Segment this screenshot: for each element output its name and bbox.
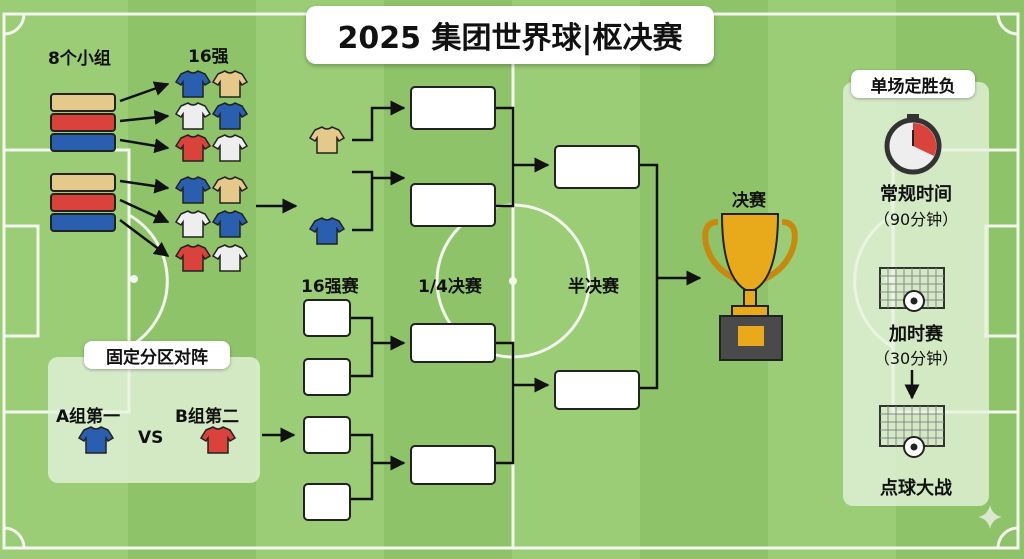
group-bar bbox=[50, 133, 116, 152]
arrow-icon bbox=[119, 178, 170, 194]
group-arrows bbox=[119, 81, 298, 443]
arrow-icon bbox=[119, 198, 170, 224]
fixed-zone-panel bbox=[48, 357, 260, 483]
jersey-icon bbox=[212, 134, 248, 162]
semifinal-slot bbox=[554, 145, 640, 189]
quarterfinal-slot bbox=[410, 86, 496, 130]
page-title: 2025 集团世界球|枢决赛 bbox=[306, 6, 714, 64]
football-icon bbox=[903, 436, 925, 458]
rules-title: 单场定胜负 bbox=[851, 70, 975, 98]
team-a-label: A组第一 bbox=[56, 407, 121, 427]
bracket-lines bbox=[349, 100, 920, 501]
team-b-label: B组第二 bbox=[175, 407, 239, 427]
jersey-icon bbox=[175, 176, 211, 204]
jersey-icon bbox=[212, 244, 248, 272]
quarterfinal-slot bbox=[410, 183, 496, 227]
arrow-icon bbox=[119, 81, 170, 103]
jersey-icon bbox=[212, 102, 248, 130]
stage-semifinal-label: 半决赛 bbox=[568, 277, 619, 297]
jersey-icon bbox=[212, 70, 248, 98]
group-bar bbox=[50, 173, 116, 192]
groups-label: 8个小组 bbox=[48, 49, 111, 69]
group-bar bbox=[50, 113, 116, 132]
jersey-icon bbox=[212, 176, 248, 204]
trophy-icon bbox=[702, 213, 798, 361]
jersey-icon bbox=[175, 102, 211, 130]
group-bar bbox=[50, 93, 116, 112]
round16-slot bbox=[303, 416, 351, 454]
jersey-grid bbox=[78, 70, 345, 454]
quarterfinal-slot bbox=[410, 323, 496, 363]
arrow-icon bbox=[119, 219, 170, 257]
jersey-icon bbox=[78, 426, 114, 454]
round16-label: 16强 bbox=[188, 47, 229, 67]
regular-time-duration: （90分钟） bbox=[873, 210, 959, 229]
arrow-icon bbox=[119, 138, 170, 154]
stage-final-label: 决赛 bbox=[732, 191, 766, 211]
jersey-icon bbox=[175, 134, 211, 162]
jersey-icon bbox=[175, 210, 211, 238]
arrow-icon bbox=[119, 109, 170, 125]
jersey-icon bbox=[175, 70, 211, 98]
sparkle-icon bbox=[978, 505, 1002, 529]
extra-time-duration: （30分钟） bbox=[873, 349, 959, 368]
jersey-icon bbox=[309, 217, 345, 245]
jersey-icon bbox=[309, 126, 345, 154]
stopwatch-icon bbox=[884, 114, 942, 175]
round16-slot bbox=[303, 483, 351, 521]
jersey-icon bbox=[175, 244, 211, 272]
round16-slot bbox=[303, 299, 351, 337]
football-icon bbox=[903, 290, 925, 312]
quarterfinal-slot bbox=[410, 445, 496, 485]
group-bar bbox=[50, 193, 116, 212]
stage-round16-label: 16强赛 bbox=[301, 277, 359, 297]
jersey-icon bbox=[200, 426, 236, 454]
round16-slot bbox=[303, 358, 351, 396]
penalties-label: 点球大战 bbox=[880, 478, 952, 499]
extra-time-label: 加时赛 bbox=[889, 324, 943, 345]
regular-time-label: 常规时间 bbox=[880, 184, 952, 205]
fixed-zone-title: 固定分区对阵 bbox=[84, 341, 230, 369]
stage-quarterfinal-label: 1/4决赛 bbox=[418, 277, 482, 297]
group-bar bbox=[50, 213, 116, 232]
jersey-icon bbox=[212, 210, 248, 238]
vs-label: VS bbox=[138, 428, 164, 448]
semifinal-slot bbox=[554, 370, 640, 410]
